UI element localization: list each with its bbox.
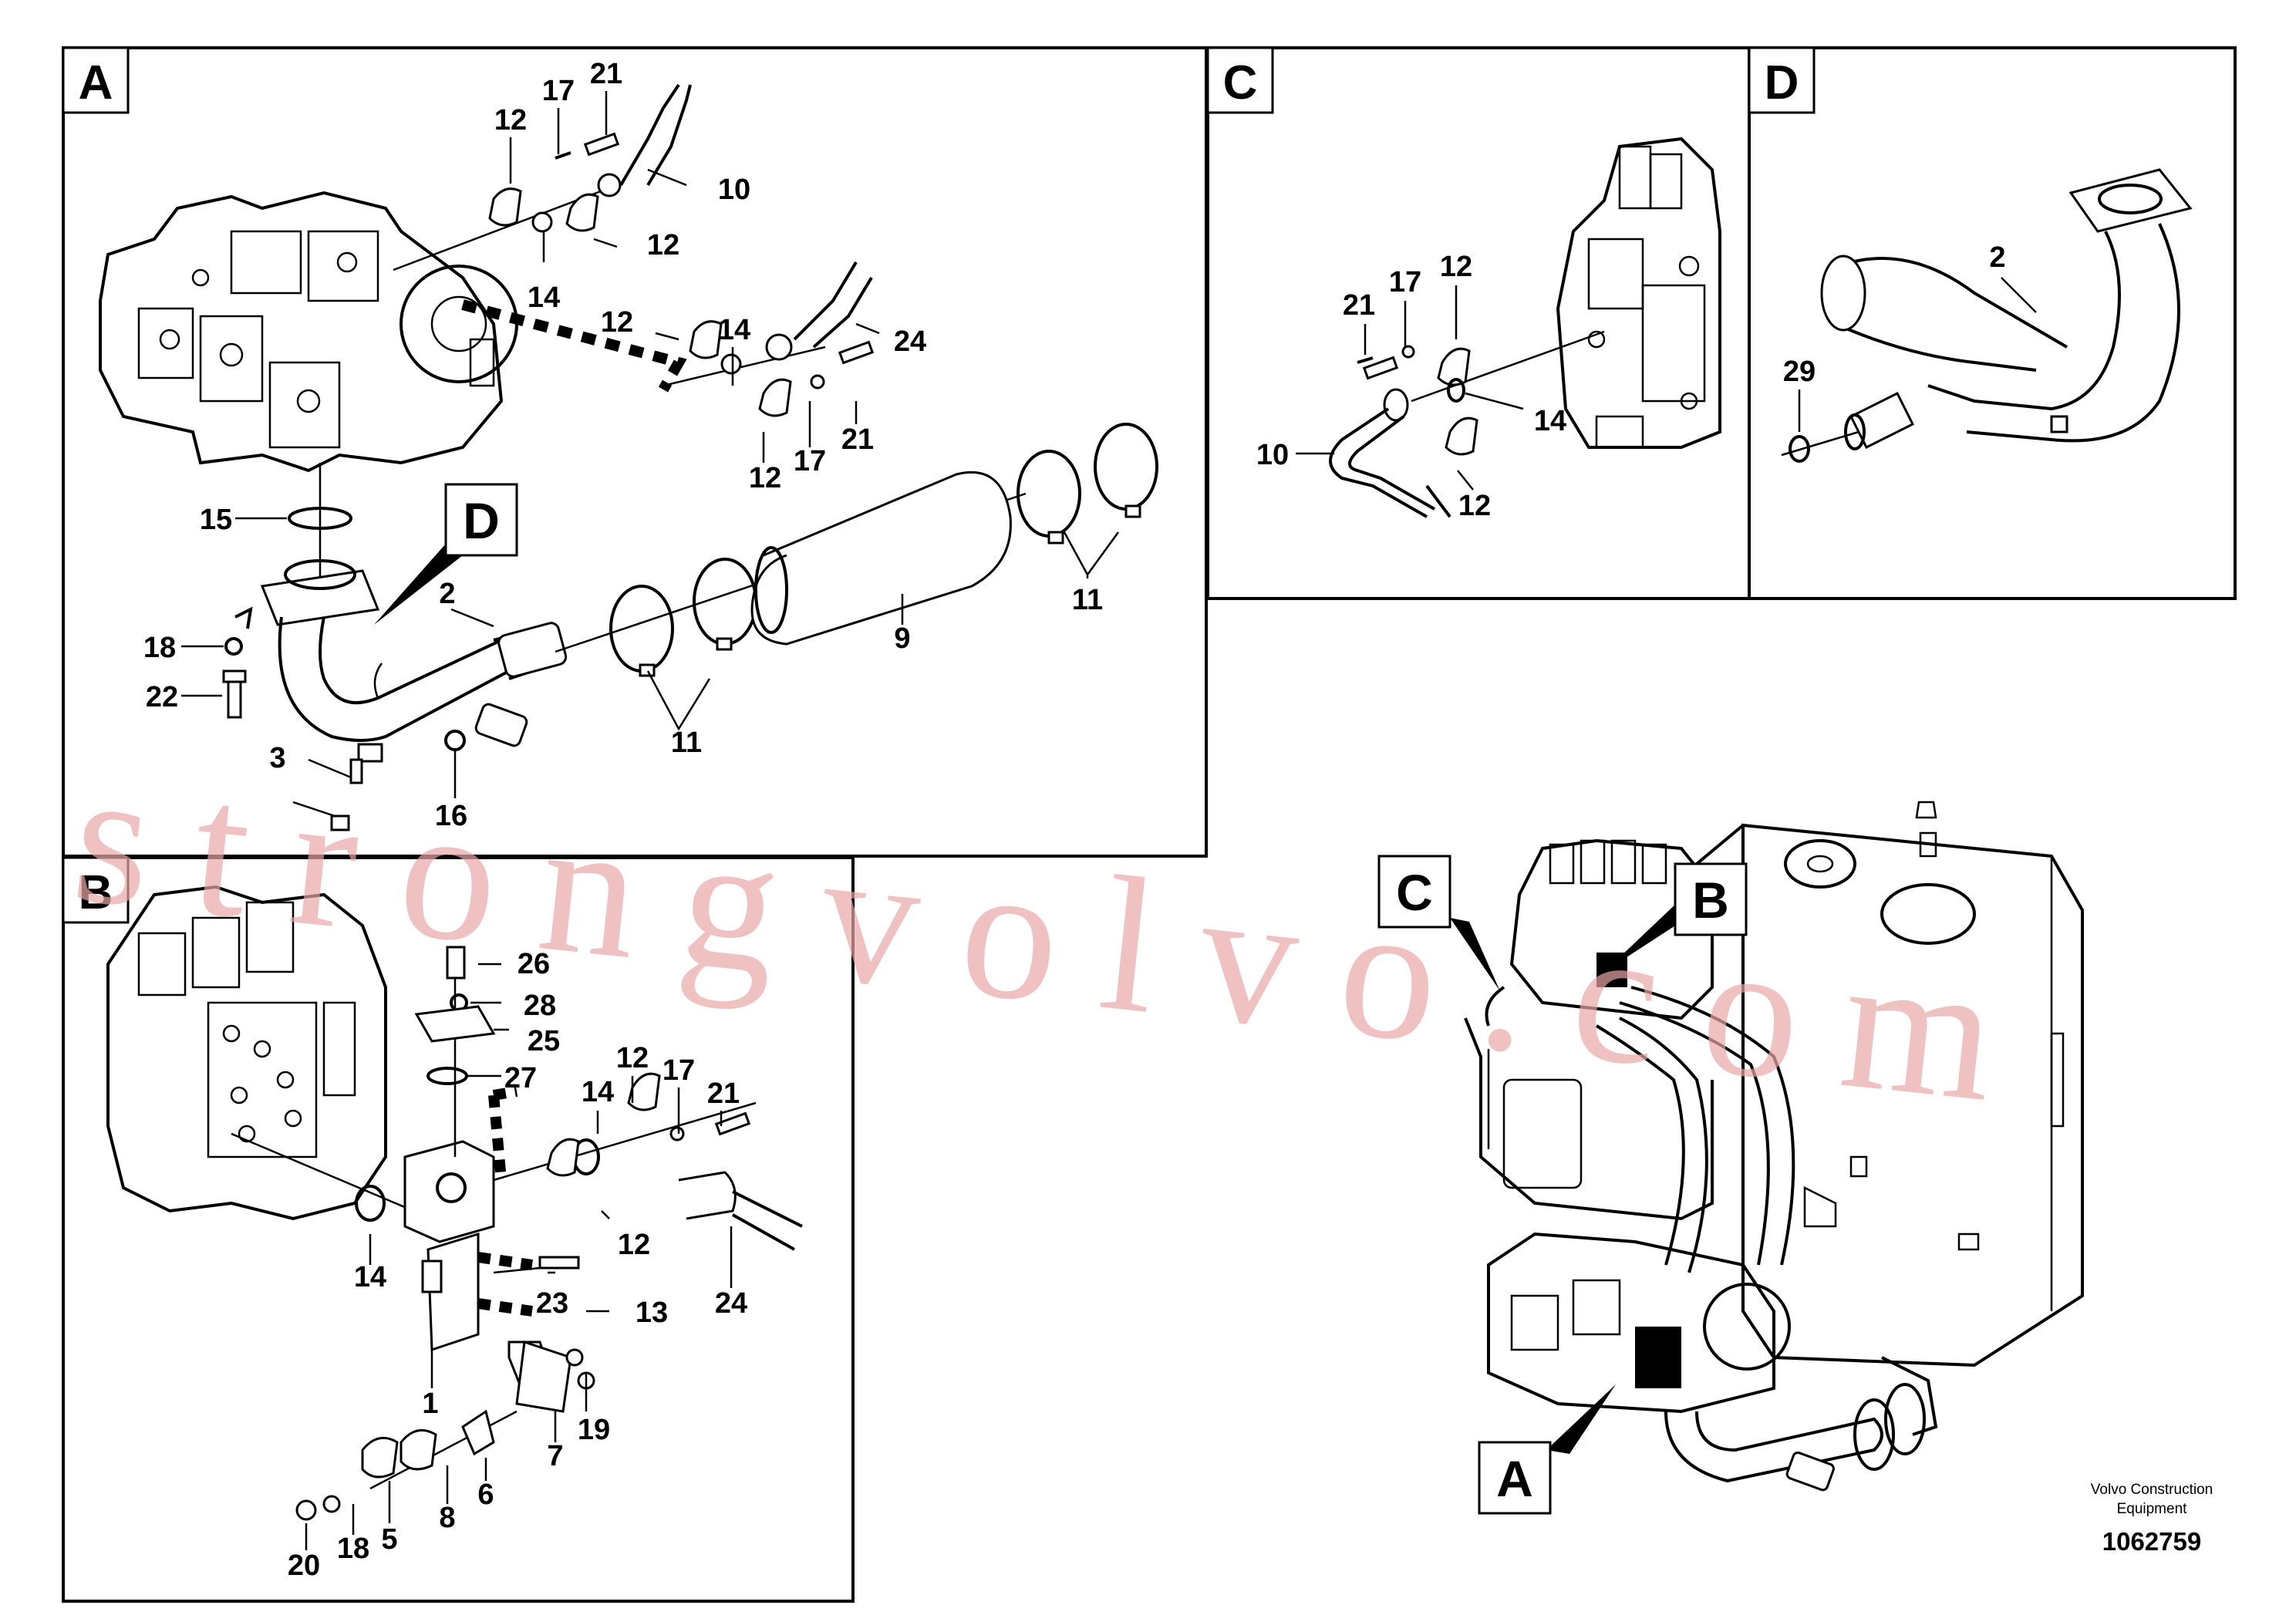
part-label: 1 (422, 1388, 438, 1420)
pipe-2 (278, 616, 511, 742)
part-label: 11 (671, 727, 702, 759)
part-label: 12 (647, 229, 679, 261)
panel-d-frame (1748, 46, 2237, 600)
panel-d-drawing (1781, 168, 2193, 463)
part-label: 14 (718, 314, 750, 346)
part-label: 18 (143, 632, 176, 664)
part-label: 14 (1534, 405, 1566, 437)
part-label: 22 (146, 681, 178, 713)
part-label: 5 (381, 1523, 397, 1556)
part-label: 12 (1458, 490, 1491, 522)
part-label: 23 (536, 1287, 568, 1320)
panel-a-label: A (62, 46, 130, 114)
part-label: 2 (1989, 241, 2005, 274)
part-label: 20 (288, 1549, 320, 1582)
part-label: 17 (663, 1054, 695, 1087)
part-label: 12 (1440, 251, 1472, 283)
callout-b-overview: B (1604, 862, 1748, 972)
part-label: 24 (715, 1287, 747, 1320)
part-label: 21 (590, 58, 622, 90)
part-label: 9 (894, 622, 910, 655)
clamp-11-d (1094, 423, 1158, 511)
part-label: 10 (1256, 439, 1289, 471)
part-label: 26 (518, 948, 550, 980)
callout-c-overview: C (1377, 855, 1500, 991)
panel-b-label: B (62, 856, 130, 924)
svg-text:D: D (1765, 56, 1799, 110)
part-label: 24 (894, 325, 926, 358)
svg-text:C: C (1396, 864, 1433, 921)
valve-block-1 (403, 1140, 495, 1243)
svg-text:C: C (1223, 56, 1258, 110)
part-label: 12 (749, 462, 781, 494)
pump-assembly (99, 191, 519, 473)
publisher-line-1: Volvo Construction (2091, 1482, 2213, 1498)
part-label: 12 (618, 1229, 650, 1261)
part-label: 18 (337, 1533, 369, 1565)
overview-assembly (1464, 801, 2084, 1492)
part-label: 29 (1783, 356, 1816, 388)
clamp-11-c (1017, 450, 1081, 538)
part-label: 21 (707, 1077, 740, 1110)
panel-b-frame (62, 856, 855, 1603)
svg-text:B: B (1692, 872, 1729, 929)
part-label: 16 (435, 800, 467, 832)
part-label: 6 (477, 1479, 494, 1511)
panel-a-drawing (99, 83, 1158, 831)
part-label: 12 (494, 104, 527, 137)
part-label: 8 (439, 1502, 455, 1534)
part-label: 14 (354, 1261, 386, 1293)
part-label: 17 (794, 445, 826, 477)
part-label: 14 (528, 282, 560, 314)
part-label: 3 (269, 742, 285, 774)
part-label: 2 (439, 578, 455, 610)
callout-a-overview: A (1478, 1384, 1616, 1515)
part-label: 12 (601, 306, 633, 339)
panel-a-frame (62, 46, 1208, 858)
part-label: 17 (1389, 266, 1421, 298)
part-label: 19 (578, 1414, 610, 1446)
svg-text:A: A (1496, 1450, 1533, 1507)
publisher-line-2: Equipment (2117, 1501, 2188, 1517)
panel-d-label: D (1748, 46, 1816, 114)
watermark: strongvolvo.com (65, 728, 2048, 1147)
part-label: 15 (200, 504, 232, 536)
svg-text:B: B (79, 866, 113, 919)
panel-c-label: C (1206, 46, 1274, 114)
hose-10 (1329, 407, 1428, 518)
part-label: 10 (718, 174, 750, 206)
callout-d-in-a: D (374, 483, 518, 625)
part-label: 28 (524, 990, 556, 1022)
part-label: 21 (1343, 289, 1375, 322)
svg-text:A: A (79, 56, 113, 110)
part-label: 21 (841, 423, 874, 456)
part-label: 7 (547, 1440, 563, 1472)
clamp-11-a (609, 585, 674, 673)
svg-text:D: D (463, 492, 500, 549)
panel-c-drawing (1296, 137, 1721, 518)
part-label: 17 (542, 75, 575, 107)
part-label: 13 (636, 1297, 668, 1329)
part-label: 11 (1072, 584, 1103, 616)
part-label: 12 (616, 1042, 649, 1074)
panel-b-drawing (106, 885, 803, 1550)
drawing-number: 1062759 (2102, 1527, 2201, 1556)
part-label: 14 (582, 1076, 614, 1108)
hose-9 (750, 470, 1012, 646)
part-label: 25 (528, 1025, 560, 1057)
part-label: 27 (504, 1062, 537, 1094)
